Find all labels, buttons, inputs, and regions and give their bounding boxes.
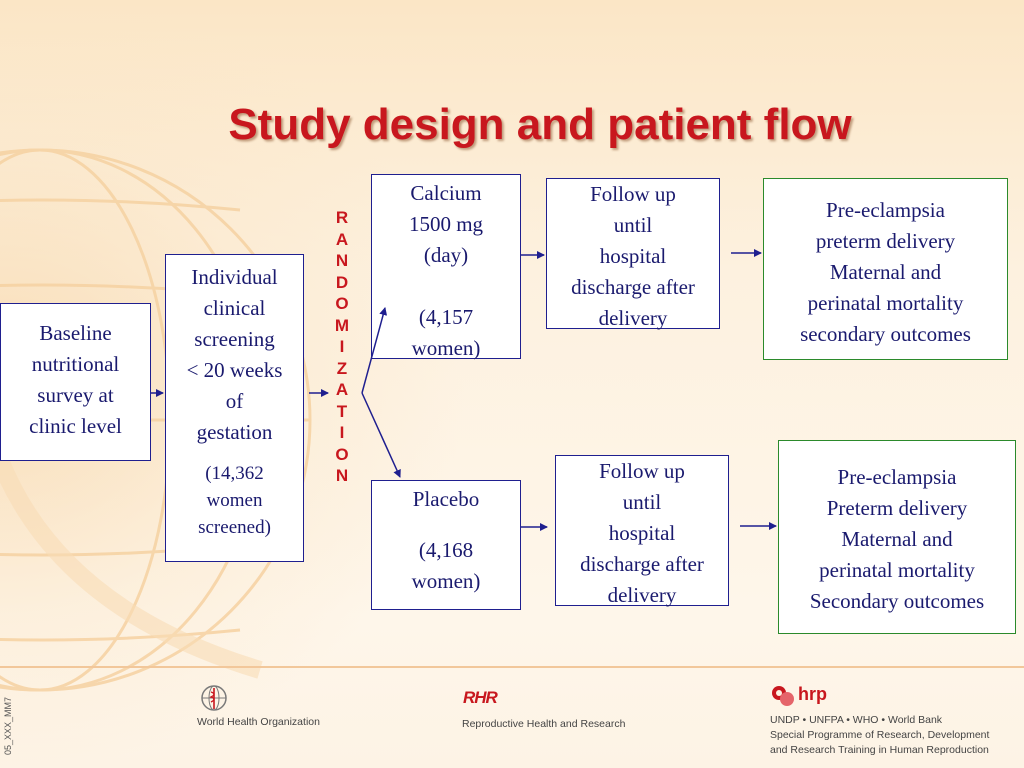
randomization-letter: A <box>335 380 349 399</box>
box-line: (4,168 <box>418 538 474 562</box>
box-line: perinatal mortality <box>807 291 964 315</box>
box-line: Pre-eclampsia <box>826 198 945 222</box>
box-line: (14,362 <box>205 463 264 484</box>
hrp-wordmark: hrp <box>798 684 827 704</box>
randomization-letter: O <box>335 444 349 464</box>
box-line: screening <box>194 327 275 351</box>
hrp-line-2: Special Programme of Research, Developme… <box>770 729 990 741</box>
box-line: hospital <box>608 521 676 545</box>
box-line: Preterm delivery <box>826 496 968 520</box>
box-line: delivery <box>607 583 677 607</box>
hrp-line-3: and Research Training in Human Reproduct… <box>770 744 989 756</box>
followup-bottom-box: Follow up until hospital discharge after… <box>555 455 729 607</box>
slide-code: 05_XXX_MM7 <box>3 696 13 755</box>
box-line: 1500 mg <box>408 212 484 236</box>
randomization-letter: T <box>336 401 348 421</box>
randomization-letter: I <box>339 337 345 356</box>
outcomes-top-box: Pre-eclampsia preterm delivery Maternal … <box>763 178 1008 360</box>
box-line: discharge after <box>571 275 695 299</box>
box-line: preterm delivery <box>815 229 956 253</box>
randomization-label: R A N D O M I Z A T I O N <box>333 207 351 487</box>
box-line: until <box>622 490 662 514</box>
randomization-letter: I <box>339 423 345 442</box>
box-line: delivery <box>598 306 668 330</box>
screening-box: Individual clinical screening < 20 weeks… <box>165 254 304 562</box>
box-line: < 20 weeks <box>186 358 283 382</box>
who-label: World Health Organization <box>197 716 320 728</box>
randomization-letter: D <box>335 272 349 292</box>
box-line: secondary outcomes <box>800 322 971 346</box>
box-line: Secondary outcomes <box>809 589 985 613</box>
hrp-logo-icon <box>772 686 794 706</box>
rhr-logo: RHR <box>463 688 498 707</box>
randomization-letter: M <box>334 315 350 335</box>
randomization-letter: R <box>335 208 349 227</box>
randomization-letter: A <box>335 229 349 249</box>
box-line: perinatal mortality <box>819 558 975 582</box>
box-line: Follow up <box>599 459 685 483</box>
placebo-arm-box: Placebo (4,168 women) <box>371 480 521 610</box>
box-line: screened) <box>198 517 271 538</box>
box-line <box>372 515 520 535</box>
slide-title: Study design and patient flow <box>228 100 852 149</box>
box-line: survey at <box>37 383 114 407</box>
box-line: (4,157 <box>418 305 474 329</box>
box-line: Placebo <box>412 487 480 511</box>
box-line: women <box>206 490 263 511</box>
box-line: Maternal and <box>841 527 953 551</box>
screened-count: (14,362 women screened) <box>166 460 303 541</box>
box-line: hospital <box>599 244 667 268</box>
outcomes-bottom-box: Pre-eclampsia Preterm delivery Maternal … <box>778 440 1016 634</box>
box-line: women) <box>411 336 481 360</box>
rhr-label: Reproductive Health and Research <box>462 718 626 730</box>
randomization-letter: N <box>335 466 349 485</box>
box-line: clinic level <box>29 414 122 438</box>
box-line: Pre-eclampsia <box>837 465 957 489</box>
box-line: women) <box>411 569 481 593</box>
baseline-survey-box: Baseline nutritional survey at clinic le… <box>0 303 151 461</box>
box-line: Calcium <box>410 181 482 205</box>
box-line: Follow up <box>590 182 676 206</box>
box-line: until <box>613 213 653 237</box>
randomization-letter: O <box>335 294 349 313</box>
box-line <box>372 271 520 302</box>
box-line: Baseline <box>39 321 112 345</box>
box-line: nutritional <box>31 352 120 376</box>
box-line: of <box>225 389 244 413</box>
randomization-letter: N <box>335 251 349 270</box>
box-line: Maternal and <box>829 260 942 284</box>
box-line: (day) <box>423 243 469 267</box>
calcium-arm-box: Calcium 1500 mg (day) (4,157 women) <box>371 174 521 360</box>
hrp-line-1: UNDP • UNFPA • WHO • World Bank <box>770 714 943 726</box>
box-line: Individual <box>191 265 278 289</box>
box-line: gestation <box>196 420 273 444</box>
followup-top-box: Follow up until hospital discharge after… <box>546 178 720 330</box>
who-emblem-icon <box>201 685 227 711</box>
randomization-letter: Z <box>336 358 348 378</box>
box-line: discharge after <box>580 552 704 576</box>
footer-divider <box>0 666 1024 668</box>
box-line: clinical <box>203 296 266 320</box>
